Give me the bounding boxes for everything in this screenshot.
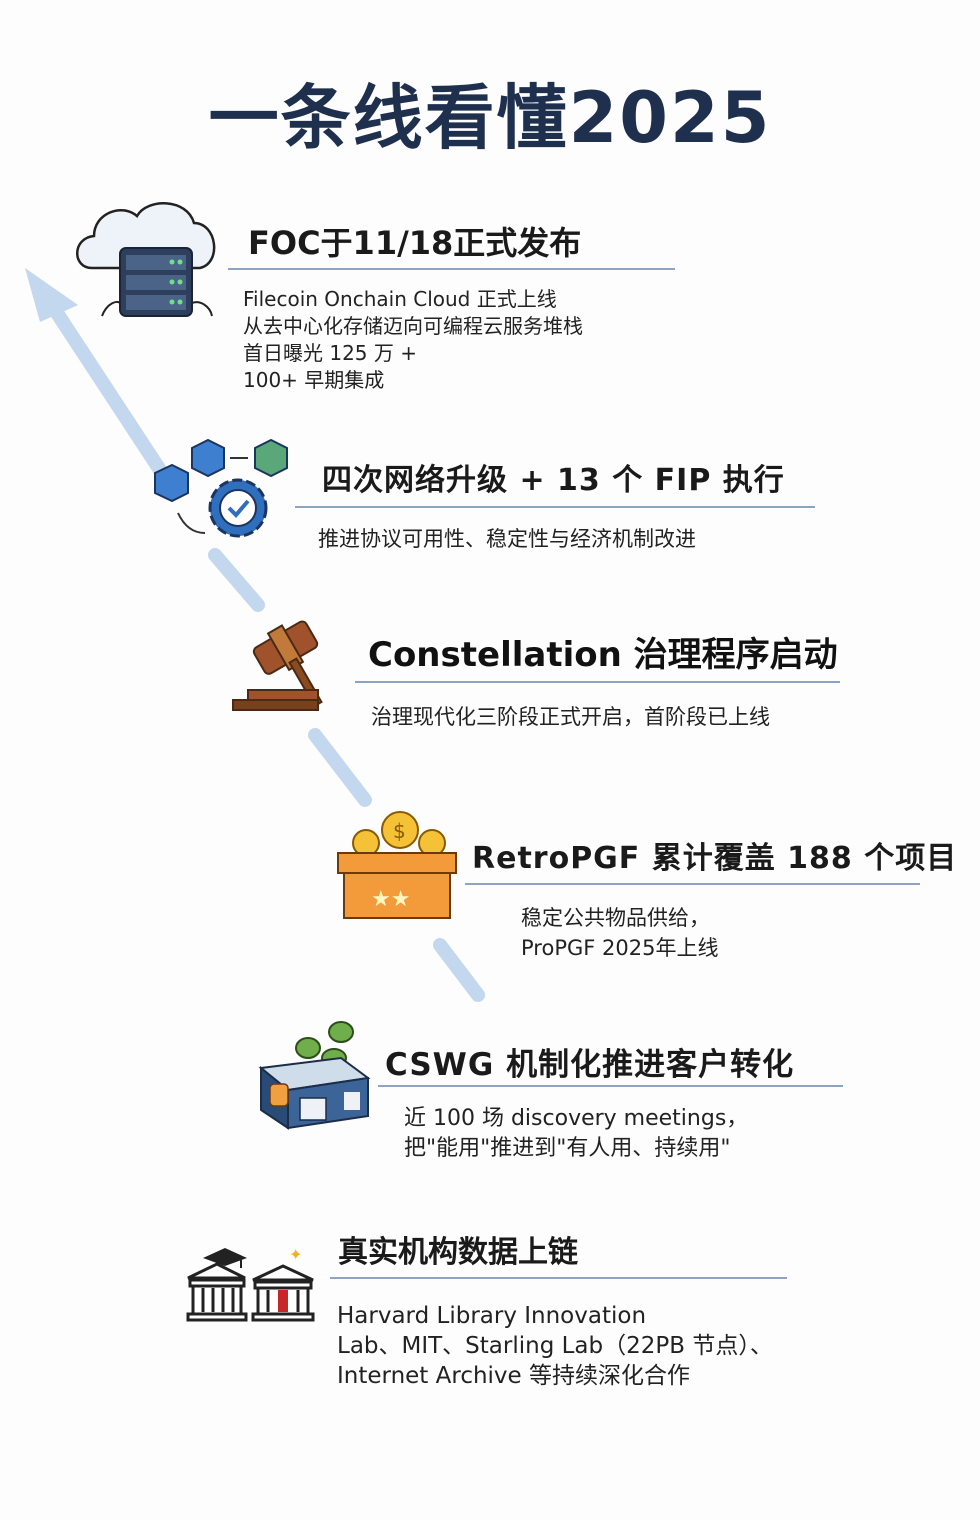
item-2-description: 推进协议可用性、稳定性与经济机制改进 (318, 526, 696, 553)
item-2-divider (295, 506, 815, 508)
item-5-heading: CSWG 机制化推进客户转化 (385, 1047, 795, 1083)
item-6-divider (330, 1277, 787, 1279)
desc-line: 从去中心化存储迈向可编程云服务堆栈 (243, 314, 583, 338)
item-1-heading: FOC于11/18正式发布 (248, 224, 582, 262)
desc-line: Lab、MIT、Starling Lab（22PB 节点）、 (337, 1333, 773, 1359)
desc-line: Harvard Library Innovation (337, 1303, 647, 1329)
item-6-description: Harvard Library Innovation Lab、MIT、Starl… (337, 1301, 773, 1391)
item-3-divider (355, 681, 840, 683)
desc-line: ProPGF 2025年上线 (521, 936, 719, 960)
desc-line: 100+ 早期集成 (243, 368, 385, 392)
item-5-divider (378, 1085, 843, 1087)
desc-line: 首日曝光 125 万 + (243, 341, 418, 365)
item-4-heading: RetroPGF 累计覆盖 188 个项目 (472, 841, 958, 876)
desc-line: Internet Archive 等持续深化合作 (337, 1363, 691, 1389)
network-upgrade-gear-icon (154, 438, 288, 538)
item-4-divider (465, 883, 920, 885)
item-1-divider (228, 268, 675, 270)
desc-line: 治理现代化三阶段正式开启，首阶段已上线 (371, 705, 770, 729)
desc-line: 稳定公共物品供给， (521, 906, 710, 930)
item-3-heading: Constellation 治理程序启动 (368, 635, 838, 675)
desc-line: 推进协议可用性、稳定性与经济机制改进 (318, 527, 696, 551)
ballot-box-icon (258, 1021, 371, 1130)
page-title: 一条线看懂2025 (208, 77, 772, 159)
svg-text:✦: ✦ (289, 1245, 302, 1264)
item-2-heading: 四次网络升级 + 13 个 FIP 执行 (322, 463, 785, 498)
item-3-description: 治理现代化三阶段正式开启，首阶段已上线 (371, 704, 770, 731)
svg-text:$: $ (393, 819, 406, 843)
desc-line: 把"能用"推进到"有人用、持续用" (404, 1136, 731, 1161)
cloud-server-icon (76, 202, 216, 317)
item-5-description: 近 100 场 discovery meetings， 把"能用"推进到"有人用… (404, 1104, 748, 1164)
item-1-description: Filecoin Onchain Cloud 正式上线 从去中心化存储迈向可编程… (243, 286, 583, 394)
item-4-description: 稳定公共物品供给， ProPGF 2025年上线 (521, 903, 718, 963)
institution-buildings-icon: ✦ (186, 1245, 315, 1322)
item-6-heading: 真实机构数据上链 (338, 1235, 578, 1270)
gavel-icon (232, 620, 323, 711)
desc-line: Filecoin Onchain Cloud 正式上线 (243, 287, 557, 311)
desc-line: 近 100 场 discovery meetings， (404, 1106, 749, 1131)
coin-box-icon: $ ★★ (337, 811, 457, 919)
svg-text:★★: ★★ (371, 887, 410, 912)
